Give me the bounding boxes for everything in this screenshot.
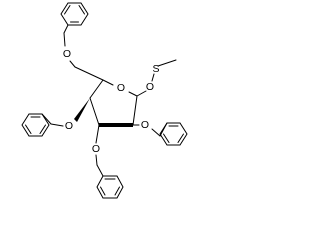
o3-oxygen-label: O [92, 143, 100, 155]
bond-o4-ch2 [50, 123, 64, 127]
bond-c2-c3-bold [99, 123, 133, 127]
o6-oxygen-label: O [63, 48, 71, 60]
bond-ch2-phenyl [96, 164, 104, 177]
c6-benzyloxy [60, 2, 104, 81]
bond-ch2-phenyl [63, 24, 69, 34]
bond-c3-c4 [89, 97, 100, 126]
c4-benzyloxy [21, 98, 90, 137]
bond-c1-o1 [136, 90, 147, 97]
o2-oxygen-label: O [141, 119, 149, 131]
phenyl-ring-bottom [96, 175, 124, 199]
o4-oxygen-label: O [65, 120, 73, 132]
ring-oxygen-label: O [117, 82, 125, 94]
bond-c5-o5 [102, 79, 114, 86]
bond-c5-c6 [74, 66, 104, 81]
bond-c3-o3 [95, 124, 100, 144]
anomeric-substituent [136, 59, 177, 97]
c3-benzyloxy [95, 124, 124, 199]
c2-benzyloxy [132, 122, 188, 146]
bond-c4-c5 [89, 79, 104, 99]
sulfur-label: S [152, 63, 159, 75]
pyranose-ring [89, 79, 138, 127]
bond-o5-c1 [128, 91, 138, 97]
phenyl-ring-right [159, 122, 188, 146]
anomeric-oxygen-label: O [146, 81, 154, 93]
bond-c4-o4-wedge [74, 98, 90, 122]
bond-o1-s [151, 73, 155, 82]
bond-o2-ch2 [151, 128, 161, 137]
phenyl-ring-left [21, 113, 50, 137]
bond-o3-ch2 [95, 154, 98, 166]
bond-c1-c2 [132, 95, 138, 126]
phenyl-ring-top [60, 2, 89, 26]
bond-o6-ch2 [63, 32, 66, 47]
bond-s-methyl [157, 59, 177, 67]
bond-c6-o6 [69, 60, 76, 68]
chemical-structure: O O S O O O O [21, 2, 188, 199]
